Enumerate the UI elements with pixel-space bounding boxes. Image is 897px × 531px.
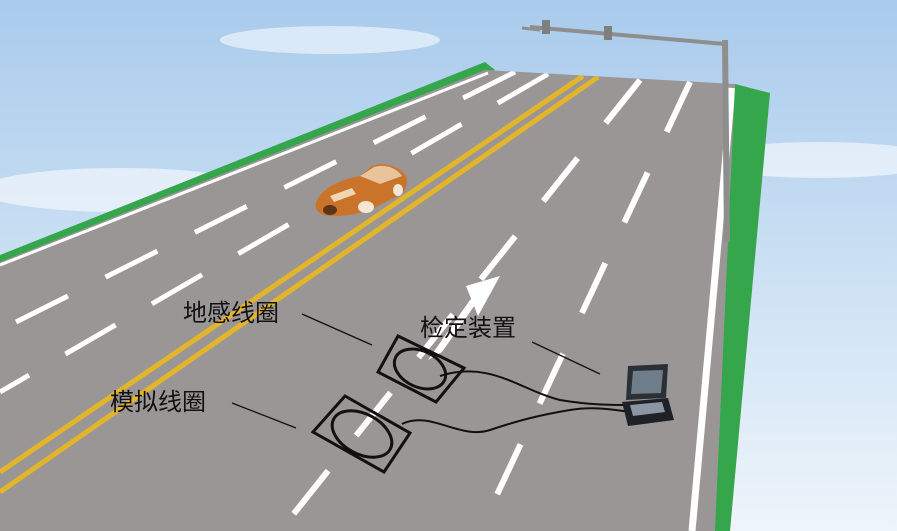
gantry-pole-icon <box>521 20 730 243</box>
lane-divider <box>0 71 550 395</box>
road-surface <box>0 70 735 531</box>
simulated-loop-label: 模拟线圈 <box>110 388 206 416</box>
cable <box>439 370 633 406</box>
lane-divider <box>477 80 693 531</box>
simulated-loop-leader <box>231 402 297 429</box>
car-icon <box>315 164 408 217</box>
detection-device-label: 检定装置 <box>420 314 516 342</box>
ground-loop-label: 地感线圈 <box>183 299 279 327</box>
center-yellow-line <box>0 74 600 495</box>
cable <box>401 407 631 433</box>
detector-device-icon <box>622 364 674 426</box>
left-edge-line <box>0 71 489 267</box>
detection-device-leader <box>531 341 601 375</box>
ground-loop-leader <box>301 313 373 346</box>
ground-loop-coil-icon <box>375 334 467 404</box>
direction-arrow-icon <box>428 276 500 360</box>
center-yellow-line <box>0 73 585 475</box>
simulated-loop-coil-icon <box>310 394 413 474</box>
